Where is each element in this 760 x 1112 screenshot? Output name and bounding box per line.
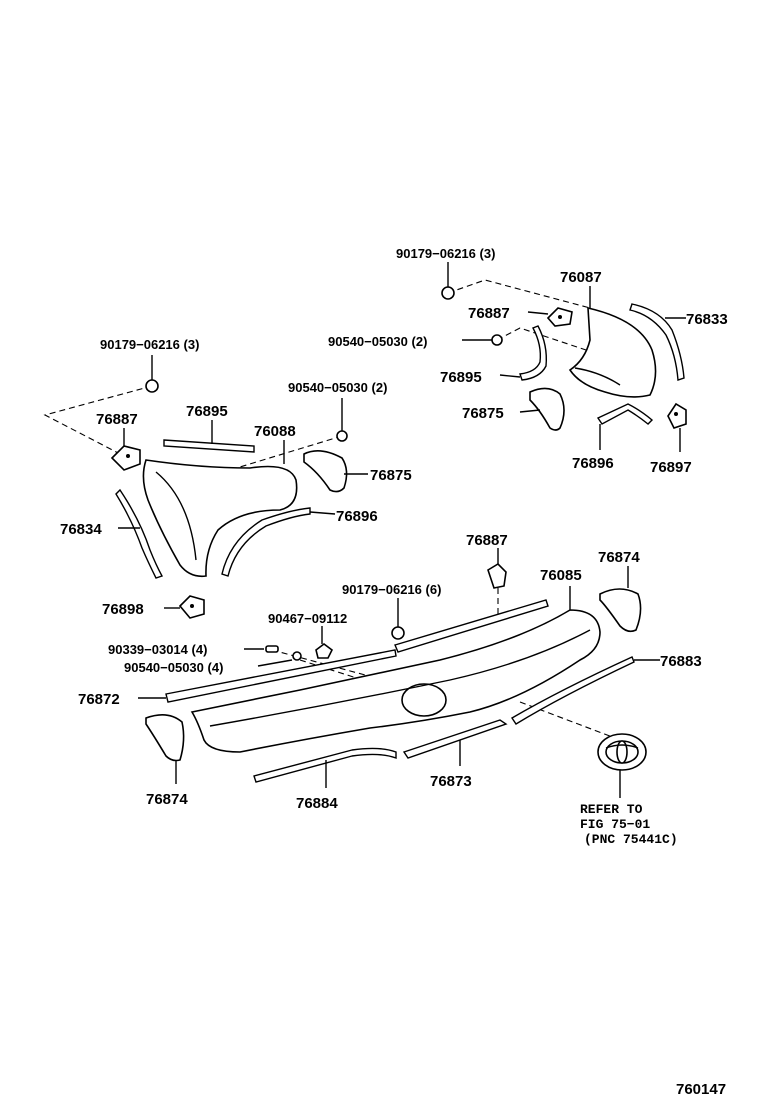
label-76896-left: 76896 xyxy=(336,508,378,525)
seal-upper-strip xyxy=(394,599,549,653)
label-76887-right: 76887 xyxy=(468,305,510,322)
washer-90540-right xyxy=(491,334,503,346)
label-90179-top: 90179−06216 (3) xyxy=(396,246,495,261)
label-76087: 76087 xyxy=(560,269,602,286)
ref-note-line2: FIG 75−01 xyxy=(580,817,650,832)
label-76873: 76873 xyxy=(430,773,472,790)
washer-90540-mid xyxy=(336,430,348,442)
label-90540-right: 90540−05030 (2) xyxy=(328,334,427,349)
strip-76884 xyxy=(253,747,397,783)
nut-90179-top xyxy=(441,286,455,300)
strip-76833 xyxy=(629,303,685,381)
ref-note-line3: (PNC 75441C) xyxy=(584,832,678,847)
label-90179-center: 90179−06216 (6) xyxy=(342,582,441,597)
screw-90339 xyxy=(265,645,279,653)
washer-90540-bottom xyxy=(292,651,302,661)
clip-90467 xyxy=(315,643,334,659)
cap-76874-right xyxy=(599,588,642,633)
nut-90179-center xyxy=(391,626,405,640)
label-76895-left: 76895 xyxy=(186,403,228,420)
upper-right-garnish-assembly xyxy=(441,262,687,452)
bracket-76887-center xyxy=(487,562,507,589)
garnish-76088 xyxy=(142,459,298,578)
label-90339: 90339−03014 (4) xyxy=(108,642,207,657)
label-76883: 76883 xyxy=(660,653,702,670)
bracket-76887-left xyxy=(110,445,141,471)
label-90540-bottom: 90540−05030 (4) xyxy=(124,660,223,675)
label-76887-left: 76887 xyxy=(96,411,138,428)
label-76884: 76884 xyxy=(296,795,338,812)
label-76898: 76898 xyxy=(102,601,144,618)
diagram-id: 760147 xyxy=(676,1081,726,1098)
label-76887-center: 76887 xyxy=(466,532,508,549)
part-labels: 90179−06216 (3) 76087 76887 76833 90540−… xyxy=(60,246,728,1098)
lower-garnish-assembly xyxy=(138,548,660,798)
label-76088: 76088 xyxy=(254,423,296,440)
ref-note-line1: REFER TO xyxy=(580,802,643,817)
label-90540-mid: 90540−05030 (2) xyxy=(288,380,387,395)
label-76874-right: 76874 xyxy=(598,549,640,566)
cap-76874-left xyxy=(145,714,185,762)
cap-76875-left xyxy=(303,450,348,493)
toyota-emblem-icon xyxy=(597,733,647,771)
strip-76896-left xyxy=(221,507,311,577)
strip-76896-right xyxy=(596,403,654,425)
label-76897: 76897 xyxy=(650,459,692,476)
strip-76883 xyxy=(511,656,635,725)
label-76834: 76834 xyxy=(60,521,102,538)
label-76875-right: 76875 xyxy=(462,405,504,422)
nut-90179-left xyxy=(145,379,159,393)
label-76085: 76085 xyxy=(540,567,582,584)
garnish-76087 xyxy=(568,306,657,398)
bracket-76897 xyxy=(667,402,687,429)
label-76896-right: 76896 xyxy=(572,455,614,472)
label-76874-left: 76874 xyxy=(146,791,188,808)
label-90467: 90467−09112 xyxy=(268,611,347,626)
label-76875-left: 76875 xyxy=(370,467,412,484)
strip-76895-left xyxy=(163,439,255,453)
label-76833: 76833 xyxy=(686,311,728,328)
upper-left-garnish-assembly xyxy=(110,355,368,579)
strip-76873 xyxy=(402,719,508,759)
emblem-recess xyxy=(401,683,447,717)
label-90179-left: 90179−06216 (3) xyxy=(100,337,199,352)
strip-76895-right xyxy=(519,325,548,381)
seal-76872 xyxy=(165,649,397,703)
label-76895-right: 76895 xyxy=(440,369,482,386)
label-76872: 76872 xyxy=(78,691,120,708)
cap-76875-right xyxy=(529,387,565,431)
